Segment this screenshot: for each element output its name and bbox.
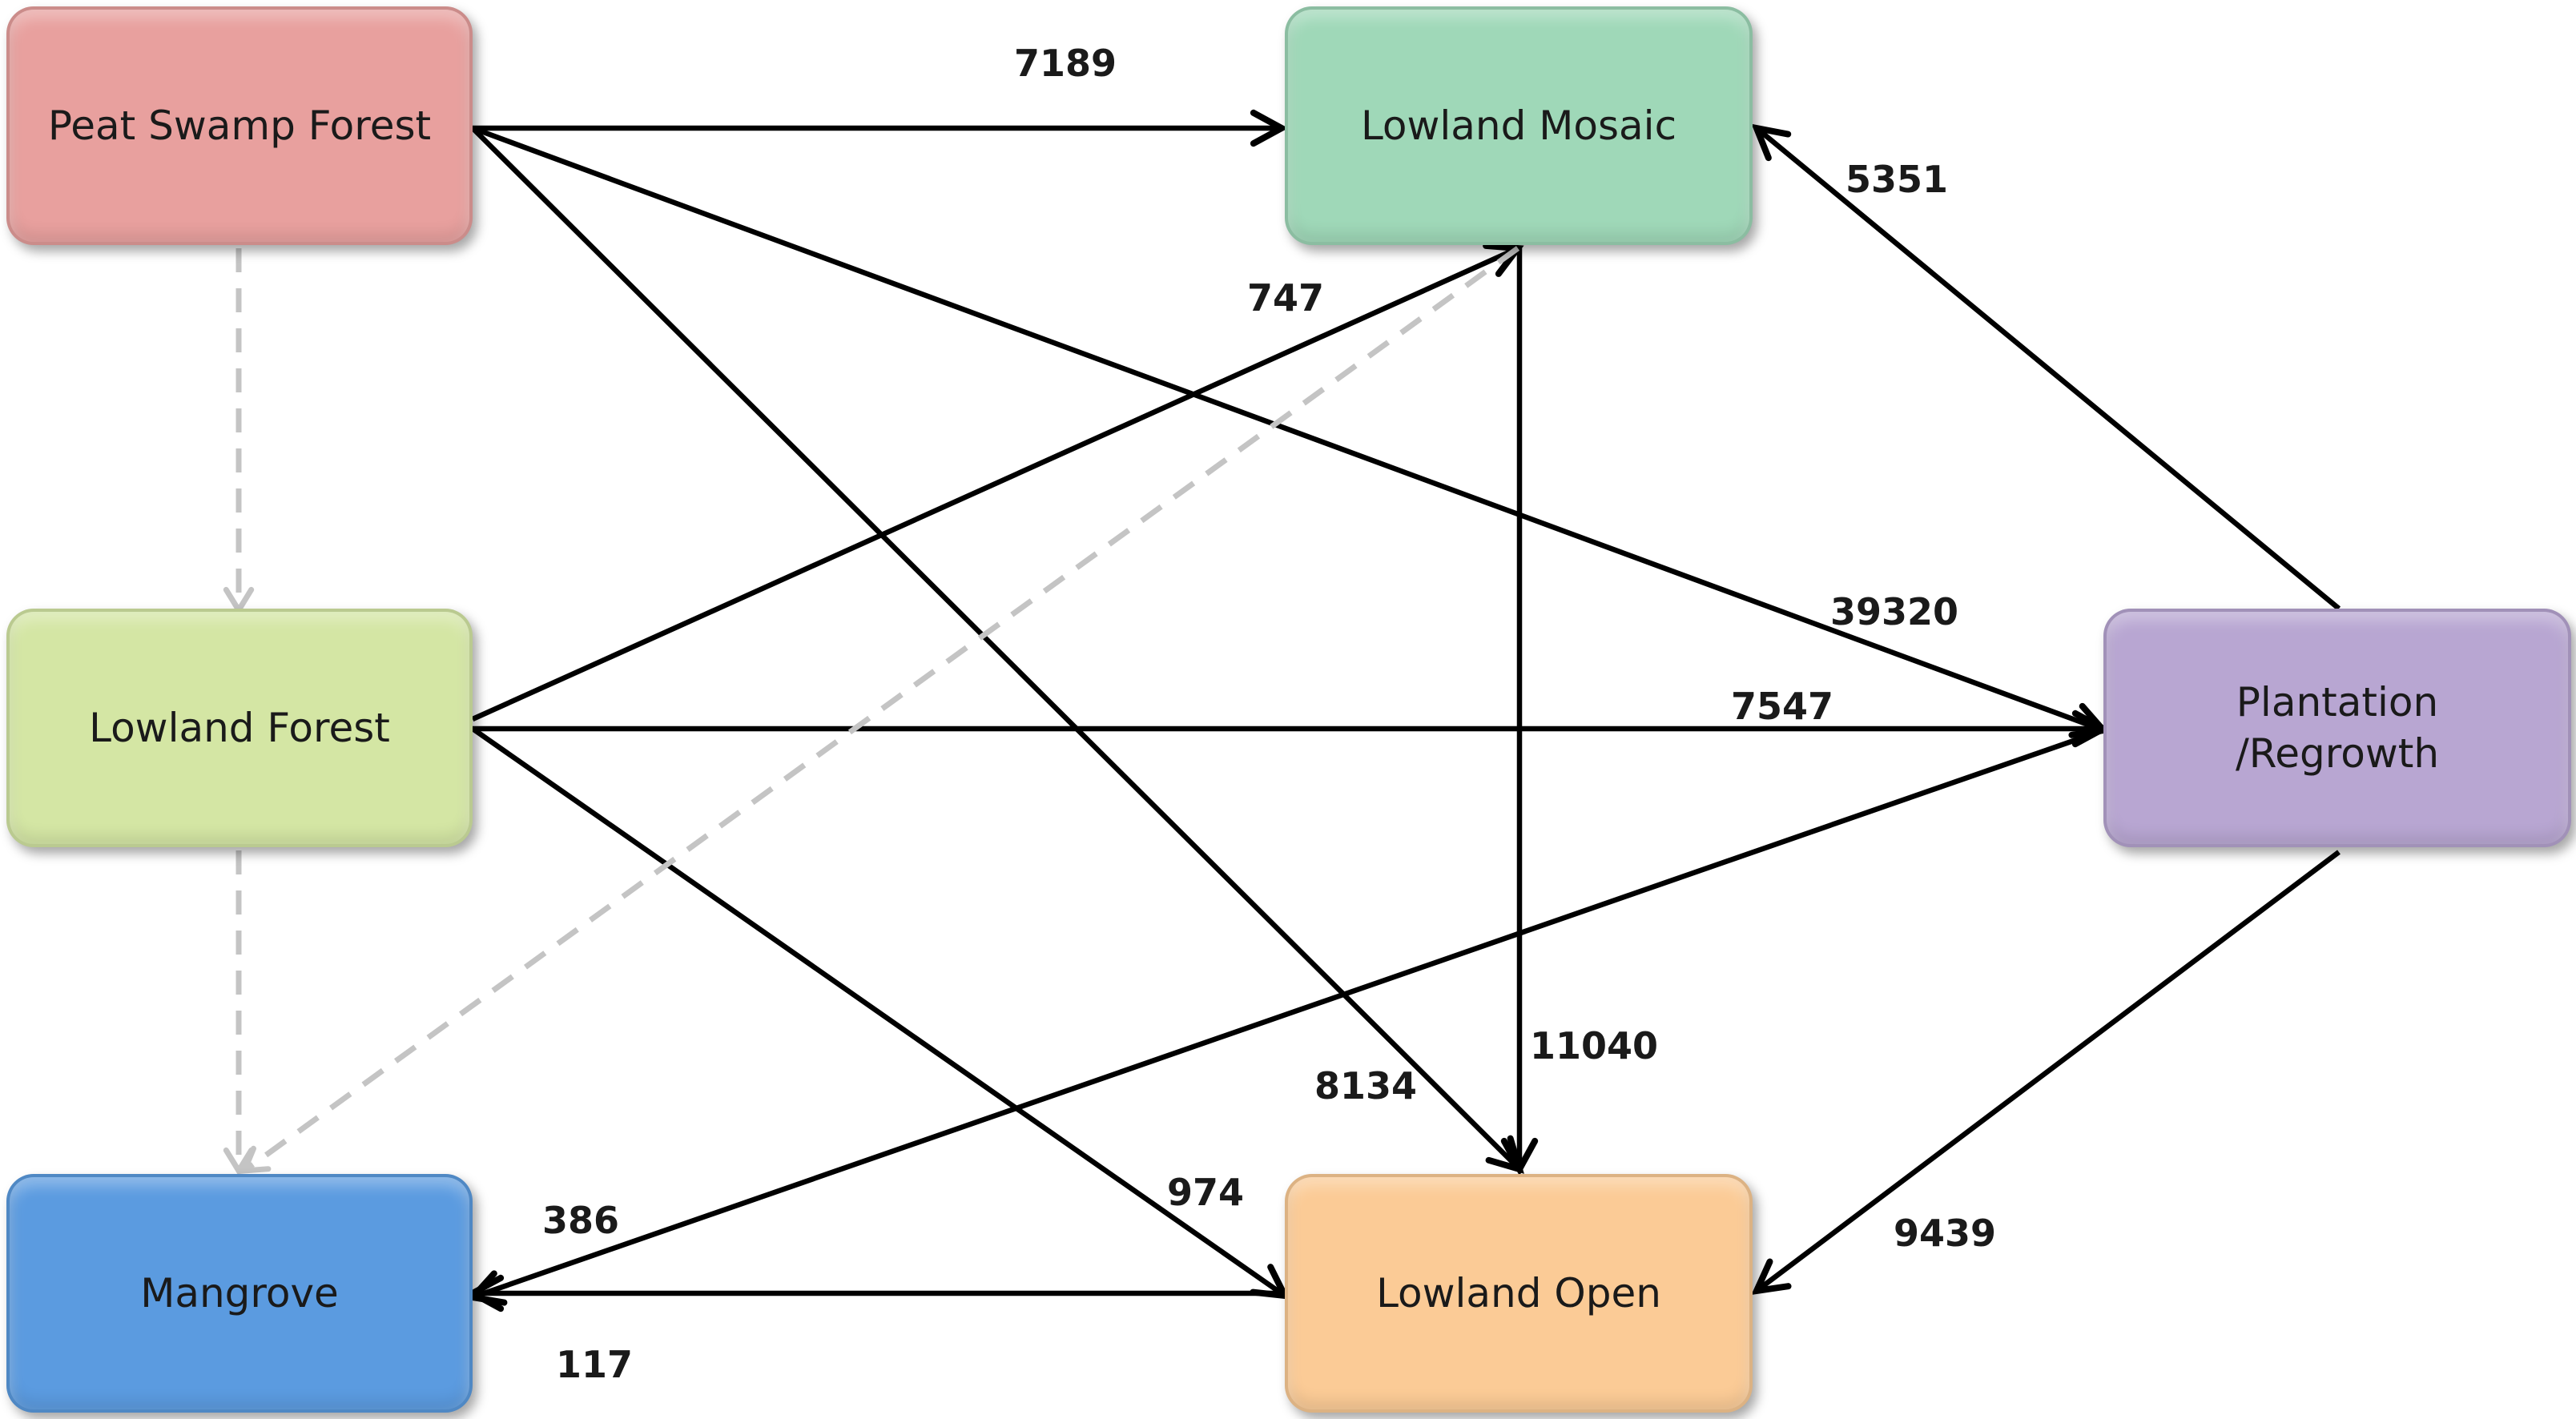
edge-label: 974 [1167, 1171, 1244, 1214]
node-lowland-forest[interactable]: Lowland Forest [6, 609, 473, 847]
edge-lowland-forest-to-lowland-mosaic: 747 [471, 242, 1524, 722]
node-peat-swamp-forest[interactable]: Peat Swamp Forest [6, 6, 473, 245]
arrowhead-icon [466, 1270, 508, 1306]
edge-line [1754, 126, 2341, 611]
edge-lowland-open-to-mangrove: 117 [465, 1274, 1285, 1386]
edge-label: 5351 [1845, 158, 1948, 201]
edge-peat-swamp-forest-to-lowland-mosaic: 7189 [473, 42, 1289, 147]
edge-label: 39320 [1830, 590, 1958, 633]
edge-line [471, 125, 2105, 734]
edge-label: 7189 [1014, 42, 1117, 85]
arrowhead-icon [1751, 1258, 1792, 1296]
arrowhead-icon [1500, 1137, 1539, 1176]
edge-plantation-regrowth-to-lowland-open: 9439 [1751, 850, 2341, 1296]
arrowhead-icon [239, 1145, 272, 1174]
edge-label: 386 [542, 1199, 619, 1242]
edge-peat-swamp-forest-to-plantation-regrowth: 39320 [471, 125, 2110, 738]
edge-line [471, 727, 2105, 1300]
edge-plantation-regrowth-to-lowland-mosaic: 5351 [1751, 123, 2341, 611]
node-plantation-regrowth[interactable]: Plantation /Regrowth [2103, 609, 2571, 847]
arrowhead-icon [1751, 123, 1792, 162]
arrowhead-icon [465, 1274, 505, 1312]
edge-label: 11040 [1530, 1024, 1658, 1067]
node-lowland-open[interactable]: Lowland Open [1285, 1174, 1753, 1413]
edge-line [1755, 850, 2341, 1293]
arrowhead-icon [223, 586, 255, 616]
edge-lowland-forest-to-mangrove [223, 850, 255, 1176]
edge-peat-swamp-forest-to-lowland-forest [223, 248, 255, 616]
edge-line [242, 246, 1520, 1173]
edge-label: 117 [556, 1343, 633, 1386]
edge-label: 747 [1247, 276, 1324, 320]
edge-label: 8134 [1314, 1064, 1417, 1107]
edge-lowland-mosaic-to-mangrove [239, 246, 1520, 1174]
edge-plantation-regrowth-to-mangrove: 386 [466, 727, 2105, 1306]
edge-lowland-forest-to-plantation-regrowth: 7547 [473, 685, 2111, 748]
node-lowland-mosaic[interactable]: Lowland Mosaic [1285, 6, 1753, 245]
edge-line [471, 246, 1519, 722]
edge-line [471, 726, 1286, 1298]
edge-lowland-forest-to-lowland-open: 974 [471, 726, 1290, 1300]
edge-lowland-mosaic-to-lowland-open: 11040 [1500, 248, 1658, 1176]
edge-label: 9439 [1894, 1212, 1996, 1255]
node-mangrove[interactable]: Mangrove [6, 1174, 473, 1413]
edge-label: 7547 [1731, 685, 1833, 728]
arrowhead-icon [1250, 109, 1289, 147]
